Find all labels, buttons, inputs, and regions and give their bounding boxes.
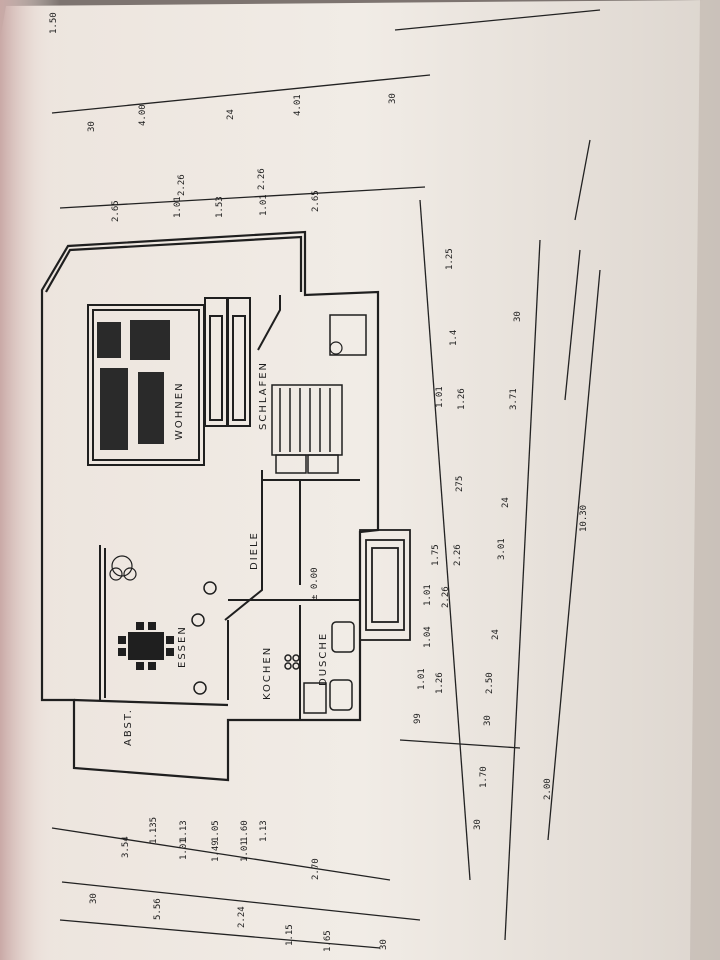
dim-outer-7: 1.70 xyxy=(479,766,489,788)
dim-bottom-7: 2.70 xyxy=(311,858,321,880)
dim-right-2: 1.01 xyxy=(435,386,445,408)
dim-bottom-sub-0: 3.54 xyxy=(121,836,131,858)
dim-bottom-0: 1.13 xyxy=(179,820,189,842)
plant-icon xyxy=(109,341,343,581)
stair-landing xyxy=(359,529,411,641)
dim-outer-4: 24 xyxy=(491,629,501,640)
dim-bottom-3: 1.01 xyxy=(240,840,250,862)
room-label-schlafen: SCHLAFEN xyxy=(258,361,269,430)
room-label-diele: DIELE xyxy=(249,531,260,570)
dim-bottom2-0: 5.56 xyxy=(153,898,163,920)
room-label-wohnen: WOHNEN xyxy=(174,381,185,440)
dim-small-right: 2.00 xyxy=(543,778,553,800)
dim-right-6: 2.26 xyxy=(441,586,451,608)
dim-second-0: 2.65 xyxy=(111,200,121,222)
dim-second-4: 2.65 xyxy=(311,190,321,212)
dim-right-9: 1.01 xyxy=(417,668,427,690)
bed xyxy=(271,314,367,474)
dim-right-8: 1.04 xyxy=(423,626,433,648)
dim-right-11: 99 xyxy=(413,713,423,724)
dim-top-2: 24 xyxy=(226,109,236,120)
dim-bottom2-1: 2.24 xyxy=(237,906,247,928)
dim-corner-top: 1.50 xyxy=(49,12,59,34)
dim-outer-8: 30 xyxy=(473,819,483,830)
dim-right-0: 1.25 xyxy=(445,248,455,270)
bathroom-fixtures xyxy=(191,581,355,714)
dim-outer-5: 2.50 xyxy=(485,672,495,694)
dim-top-0: 30 xyxy=(87,121,97,132)
dim-second-sub-0: 2.26 xyxy=(177,174,187,196)
dim-bottom2-5: 30 xyxy=(379,939,389,950)
dim-top-1: 4.00 xyxy=(138,104,148,126)
dim-outer-2: 24 xyxy=(501,497,511,508)
dim-outer-3: 3.01 xyxy=(497,538,507,560)
dim-bottom-sub-1: 1.135 xyxy=(149,817,159,844)
dim-right-7: 1.01 xyxy=(423,584,433,606)
dim-right-4: 2.26 xyxy=(453,544,463,566)
room-label-kochen: KOCHEN xyxy=(262,646,273,700)
dim-outer-0: 30 xyxy=(513,311,523,322)
dim-outer-6: 30 xyxy=(483,715,493,726)
sofa-set xyxy=(97,320,170,450)
dim-bottom2-3: 1.65 xyxy=(323,930,333,952)
dim-second-2: 1.53 xyxy=(215,196,225,218)
room-label-essen: ESSEN xyxy=(177,625,188,668)
dim-top-4: 30 xyxy=(388,93,398,104)
dim-bottom-4: 1.60 xyxy=(240,820,250,842)
interior-walls xyxy=(87,295,360,720)
room-label-abst: ABST. xyxy=(123,708,134,746)
dim-second-sub-1: 2.26 xyxy=(257,168,267,190)
dim-total-right: 10.30 xyxy=(579,505,589,532)
dim-bottom-6: 1.05 xyxy=(211,820,221,842)
dim-bottom-1: 1.01 xyxy=(179,838,189,860)
dim-right-1: 1.26 xyxy=(457,388,467,410)
dim-bottom2-2: 1.15 xyxy=(285,924,295,946)
dim-second-1: 1.01 xyxy=(173,196,183,218)
dim-bottom-2: 1.49 xyxy=(211,840,221,862)
dim-outer-1: 3.71 xyxy=(509,388,519,410)
room-label-dusche: DUSCHE xyxy=(318,632,329,686)
dim-right-5: 1.75 xyxy=(431,544,441,566)
dim-top-3: 4.01 xyxy=(293,94,303,116)
dim-bottom-5: 1.13 xyxy=(259,820,269,842)
dim-right-3: 275 xyxy=(455,476,465,492)
dining-table xyxy=(118,622,174,670)
dim-second-3: 1.01 xyxy=(259,194,269,216)
paper-fold-shadow xyxy=(690,0,720,960)
dim-right-10: 1.26 xyxy=(435,672,445,694)
dimension-lines xyxy=(51,9,601,949)
dim-bottom2-4: 30 xyxy=(89,893,99,904)
level-label: ± 0.00 xyxy=(310,567,320,600)
dim-right-12: 1.4 xyxy=(449,330,459,346)
